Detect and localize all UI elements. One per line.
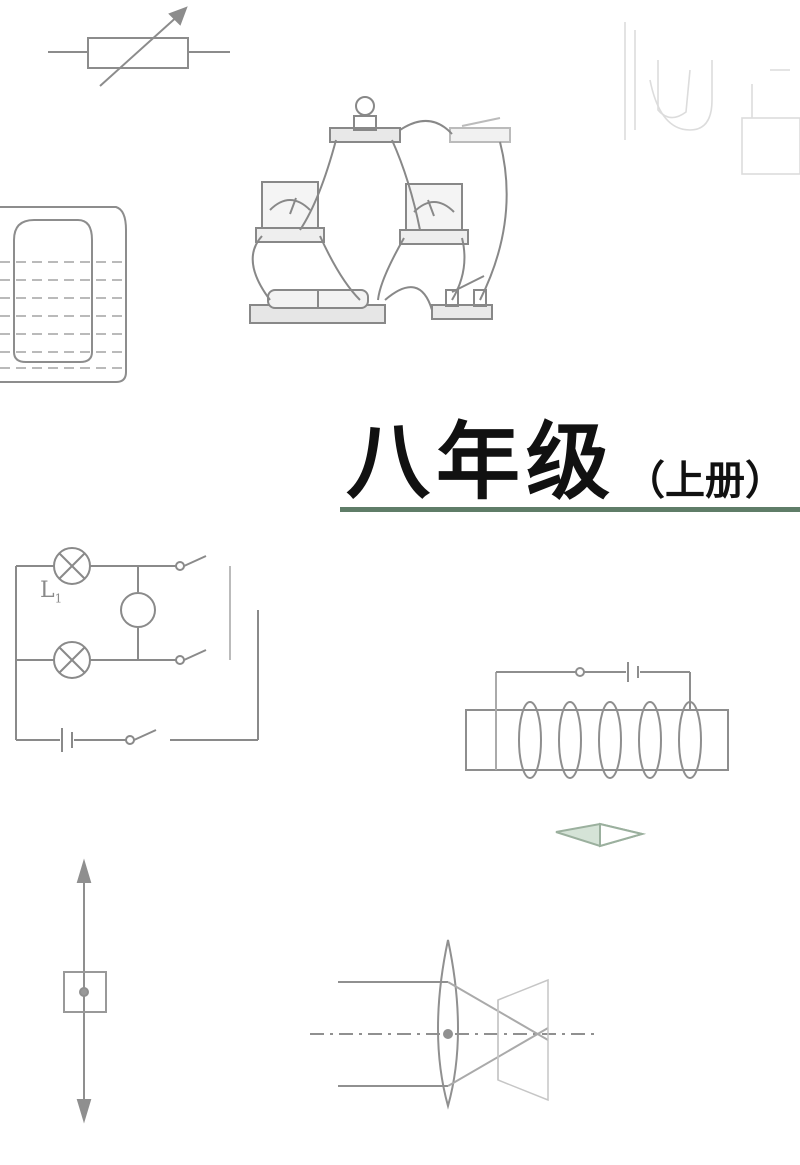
arrow-pointer-icon [555,822,646,848]
solenoid-icon [465,662,729,779]
test-tube-rack-icon [624,22,800,175]
title-underline [340,507,800,512]
title-block: 八年级 （上册） [340,412,800,522]
vertical-arrow-icon [63,858,107,1124]
beaker-icon [0,206,127,383]
parallel-circuit-icon [15,547,259,752]
volume-label: （上册） [625,458,785,504]
lens-diagram-icon [310,939,600,1110]
lamp-label: L1 [40,578,62,605]
grade-title: 八年级 [346,413,617,511]
lamp-index: 1 [54,591,63,606]
circuit-apparatus-icon [249,96,511,324]
rheostat-symbol-icon [48,6,230,87]
lamp-letter: L [40,578,55,603]
